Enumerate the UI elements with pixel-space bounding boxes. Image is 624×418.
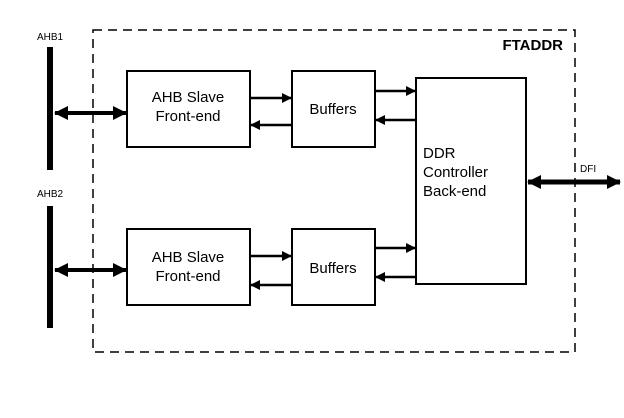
ddr-line1: DDR — [423, 145, 456, 162]
slave-top-line2: Front-end — [155, 108, 220, 125]
buffers-bottom: Buffers — [291, 228, 376, 306]
buffers-bottom-label: Buffers — [309, 260, 356, 277]
buffers-top-label: Buffers — [309, 101, 356, 118]
ahb-slave-frontend-bottom: AHB Slave Front-end — [126, 228, 251, 306]
slave-bottom-line1: AHB Slave — [152, 249, 225, 266]
ftaddr-container — [92, 29, 576, 353]
ahb1-label: AHB1 — [37, 32, 64, 43]
ftaddr-label: FTADDR — [502, 37, 563, 54]
slave-bottom-line2: Front-end — [155, 268, 220, 285]
ddr-line3: Back-end — [423, 183, 486, 200]
ddr-line2: Controller — [423, 164, 488, 181]
ahb2-label: AHB2 — [37, 189, 64, 200]
ddr-controller-backend: DDR Controller Back-end — [415, 77, 527, 285]
buffers-top: Buffers — [291, 70, 376, 148]
ahb-slave-frontend-top: AHB Slave Front-end — [126, 70, 251, 148]
dfi-label: DFI — [580, 164, 596, 175]
slave-top-line1: AHB Slave — [152, 89, 225, 106]
